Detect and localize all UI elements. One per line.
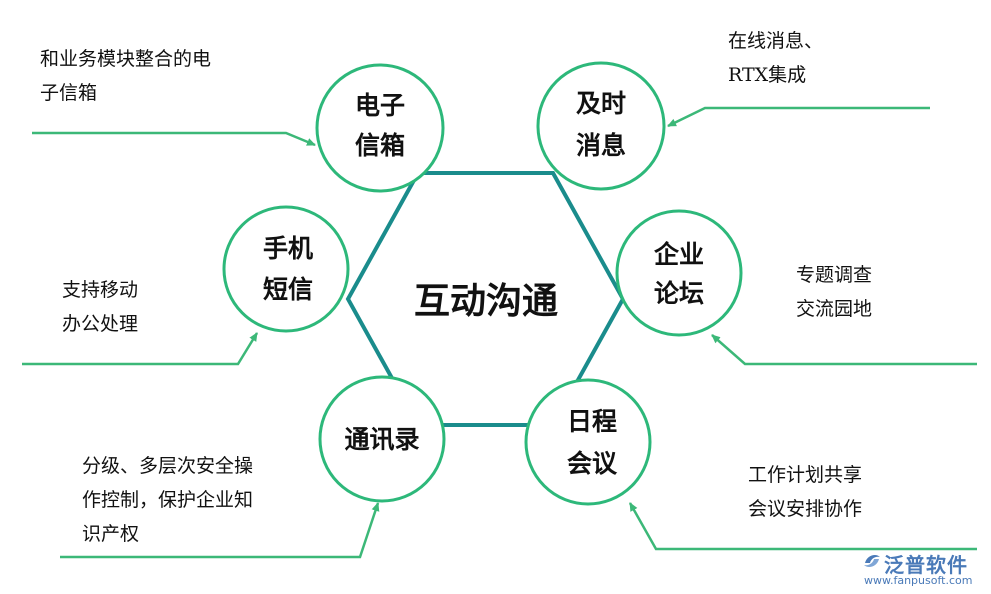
node-calendar: 日程 会议 [524,378,652,506]
node-sms-line2: 短信 [263,275,313,304]
desc-email: 和业务模块整合的电 子信箱 [40,48,212,104]
node-contacts-line1: 通讯录 [344,425,419,454]
node-sms: 手机 短信 [222,205,350,333]
brand-name: 泛普软件 [884,553,968,577]
connector-contacts [60,502,380,559]
node-instant: 及时 消息 [536,61,666,191]
connector-instant [667,106,930,128]
connector-sms [22,332,259,366]
node-instant-line1: 及时 [576,89,626,118]
node-email-line1: 电子 [355,91,405,120]
connector-email [32,131,316,147]
node-contacts: 通讯录 [318,375,446,503]
desc-instant: 在线消息、 RTX集成 [728,30,824,86]
desc-forum: 专题调查 交流园地 [796,264,873,320]
desc-calendar: 工作计划共享 会议安排协作 [748,464,863,520]
brand-logo: 泛普软件 www.fanpusoft.com [860,549,985,589]
brand-mark-icon [864,555,880,567]
node-instant-line2: 消息 [576,131,626,160]
desc-sms: 支持移动 办公处理 [62,279,139,335]
node-sms-line1: 手机 [263,234,313,263]
desc-contacts: 分级、多层次安全操 作控制，保护企业知 识产权 [82,455,254,545]
center-title: 互动沟通 [414,281,558,322]
connector-calendar [628,502,977,551]
node-email-line2: 信箱 [355,131,405,160]
connector-forum [711,334,977,366]
brand-url: www.fanpusoft.com [864,574,973,587]
node-forum-line2: 论坛 [654,279,704,308]
node-forum-line1: 企业 [654,240,704,269]
node-calendar-line2: 会议 [567,449,618,478]
node-forum: 企业 论坛 [615,209,743,337]
node-calendar-line1: 日程 [567,407,617,436]
node-email: 电子 信箱 [315,63,445,193]
